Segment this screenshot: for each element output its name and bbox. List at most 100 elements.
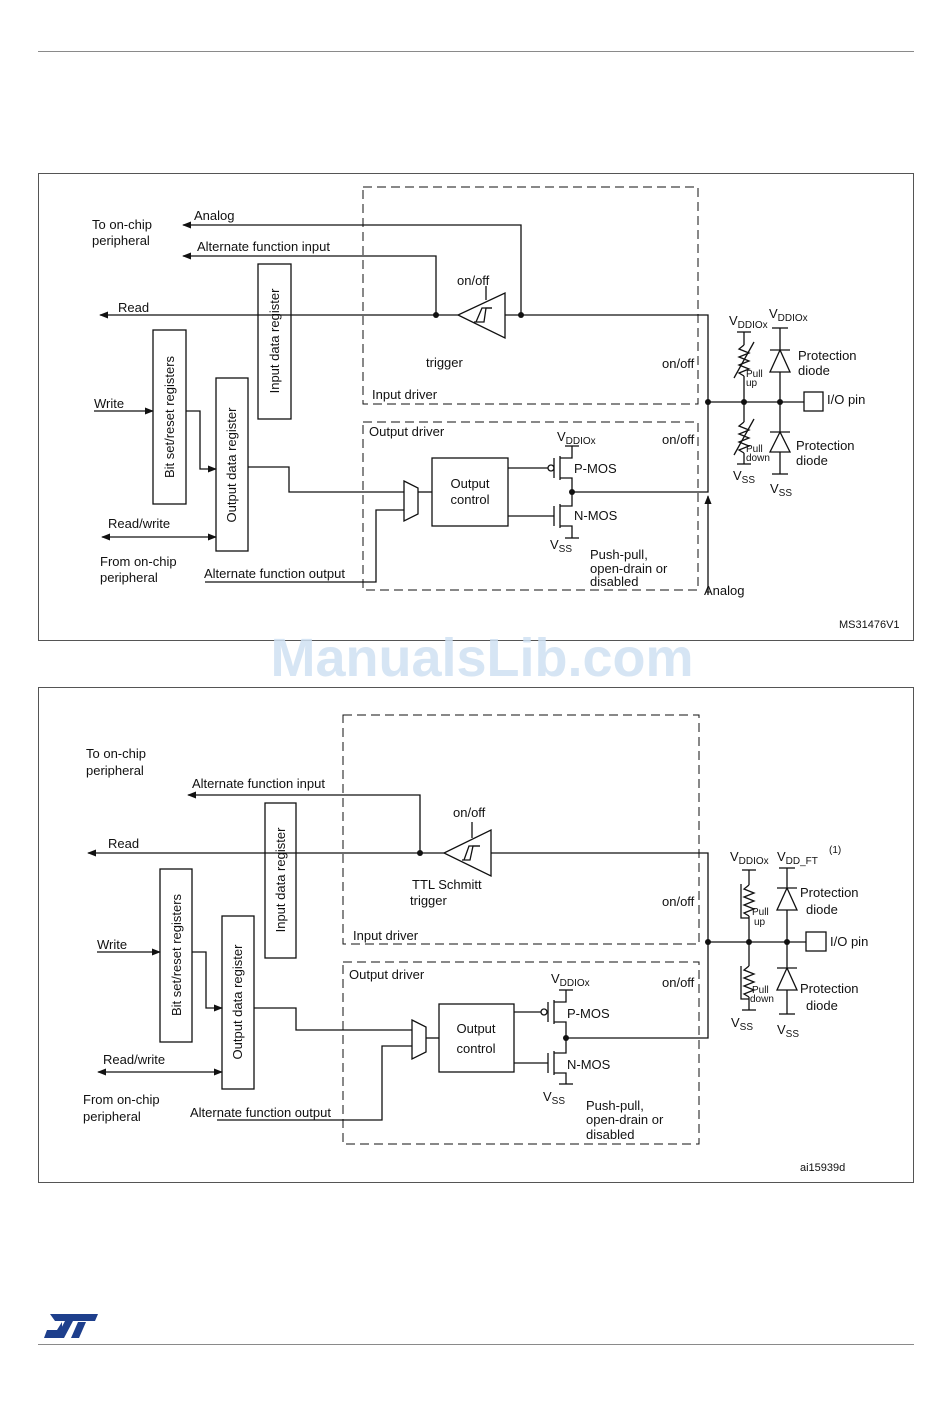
alt-fn-output-wire (205, 509, 404, 583)
read-write-label: Read/write (108, 516, 170, 531)
to-onchip-label-line1: To on-chip (86, 746, 146, 761)
nmos-label: N-MOS (567, 1057, 611, 1072)
input-driver-region (362, 186, 699, 405)
vss-pull-label: VSS (731, 1015, 753, 1033)
output-mux-symbol (411, 1018, 427, 1061)
vss-diode-label: VSS (777, 1022, 799, 1040)
pull-down-label-line1: Pull (746, 444, 763, 455)
protection-diode-bottom-line2: diode (796, 453, 828, 468)
trigger-on-off-label: on/off (457, 273, 490, 288)
push-pull-label-line2: open-drain or (590, 561, 668, 576)
output-control-box (438, 1003, 515, 1073)
output-driver-label: Output driver (349, 967, 425, 982)
nmos-source (554, 1072, 567, 1084)
write-label: Write (97, 937, 127, 952)
output-data-register-box (221, 915, 255, 1090)
vss-label: VSS (543, 1089, 565, 1107)
diagram-2: Input data register Bit set/reset regist… (38, 687, 914, 1183)
to-onchip-label-line1: To on-chip (92, 217, 152, 232)
pull-down-switch (733, 418, 755, 456)
schmitt-trigger-symbol (456, 291, 506, 340)
st-logo-mark (71, 1322, 86, 1338)
st-logo-mark (44, 1322, 62, 1338)
alt-fn-input-wire (182, 252, 437, 315)
input-data-register-box (257, 263, 292, 420)
protection-diode-top-line1: Protection (798, 348, 857, 363)
read-write-label: Read/write (103, 1052, 165, 1067)
diagram-1: Input data register Bit set/reset regist… (38, 173, 914, 641)
nmos-drain (560, 492, 573, 507)
write-label: Write (94, 396, 124, 411)
vdd-pull-label: VDDIOx (729, 313, 768, 331)
io-pin-box (805, 931, 827, 952)
io-pin-label: I/O pin (830, 934, 868, 949)
io-pin-label: I/O pin (827, 392, 865, 407)
analog-input-label: Analog (194, 208, 234, 223)
input-data-register-label: Input data register (267, 288, 282, 393)
analog-output-label: Analog (704, 583, 744, 598)
junction-dot (705, 939, 711, 945)
to-onchip-label-line2: peripheral (86, 763, 144, 778)
diagram-2-frame (38, 687, 914, 1183)
analog-input-wire (182, 221, 522, 315)
bsrr-to-odr-wire (192, 951, 223, 1012)
nmos-source (560, 525, 573, 538)
push-pull-label-line1: Push-pull, (590, 547, 648, 562)
pmos-source (560, 446, 573, 459)
vdd-diode-label: VDD_FT (777, 849, 818, 867)
pmos-drain (554, 1021, 567, 1038)
pull-up-label-line2: up (754, 917, 766, 928)
protection-diode-bottom-symbol (768, 430, 792, 453)
pull-up-switch (733, 341, 755, 379)
alt-fn-output-label: Alternate function output (190, 1105, 331, 1120)
output-mux-symbol (403, 479, 419, 523)
trigger-label: trigger (426, 355, 464, 370)
watermark: ManualsLib.com (270, 628, 693, 688)
pull-up-resistor (737, 344, 751, 377)
input-on-off-label: on/off (662, 894, 695, 909)
vdd-pull-label: VDDIOx (730, 849, 769, 867)
protection-diode-bottom-line1: Protection (796, 438, 855, 453)
output-control-box (431, 457, 509, 527)
protection-diode-top-line2: diode (806, 902, 838, 917)
output-driver-region (342, 961, 700, 1145)
alt-fn-input-label: Alternate function input (197, 239, 330, 254)
bottom-rule (38, 1344, 914, 1345)
hysteresis-icon (463, 845, 480, 861)
nmos-drain (554, 1038, 567, 1054)
junction-dot (433, 312, 439, 318)
input-data-register-box (264, 802, 297, 959)
pull-down-switch (740, 966, 749, 1000)
junction-dot (518, 312, 524, 318)
output-control-label-line2: control (450, 492, 489, 507)
st-logo-mark (50, 1314, 98, 1338)
output-driver-label: Output driver (369, 424, 445, 439)
protection-diode-top-symbol (768, 348, 792, 373)
push-pull-label-line2: open-drain or (586, 1112, 664, 1127)
from-onchip-label-line2: peripheral (100, 570, 158, 585)
input-bus-wire (697, 314, 709, 402)
bit-set-reset-registers-box (152, 329, 187, 505)
output-control-label-line2: control (456, 1041, 495, 1056)
from-onchip-label-line1: From on-chip (100, 554, 177, 569)
bit-set-reset-registers-label: Bit set/reset registers (162, 355, 177, 478)
vdd-diode-label: VDDIOx (769, 306, 808, 324)
ttl-schmitt-trigger-symbol (442, 828, 492, 878)
pull-up-resistor (742, 884, 756, 917)
pull-down-resistor (742, 965, 756, 998)
pmos-drain (560, 477, 573, 492)
vss-diode-label: VSS (770, 481, 792, 499)
output-data-register-label: Output data register (230, 944, 245, 1060)
diagram-1-frame (38, 173, 914, 641)
output-data-register-box (215, 377, 249, 552)
vss-pull-label: VSS (733, 468, 755, 486)
odr-to-mux-wire (254, 1007, 412, 1031)
io-pin-box (803, 391, 824, 412)
output-on-off-label: on/off (662, 975, 695, 990)
ttl-schmitt-label-line2: trigger (410, 893, 448, 908)
protection-diode-bottom-symbol (775, 966, 799, 991)
output-bus-wire (566, 942, 709, 1039)
trigger-on-off-label: on/off (453, 805, 486, 820)
nmos-label: N-MOS (574, 508, 618, 523)
